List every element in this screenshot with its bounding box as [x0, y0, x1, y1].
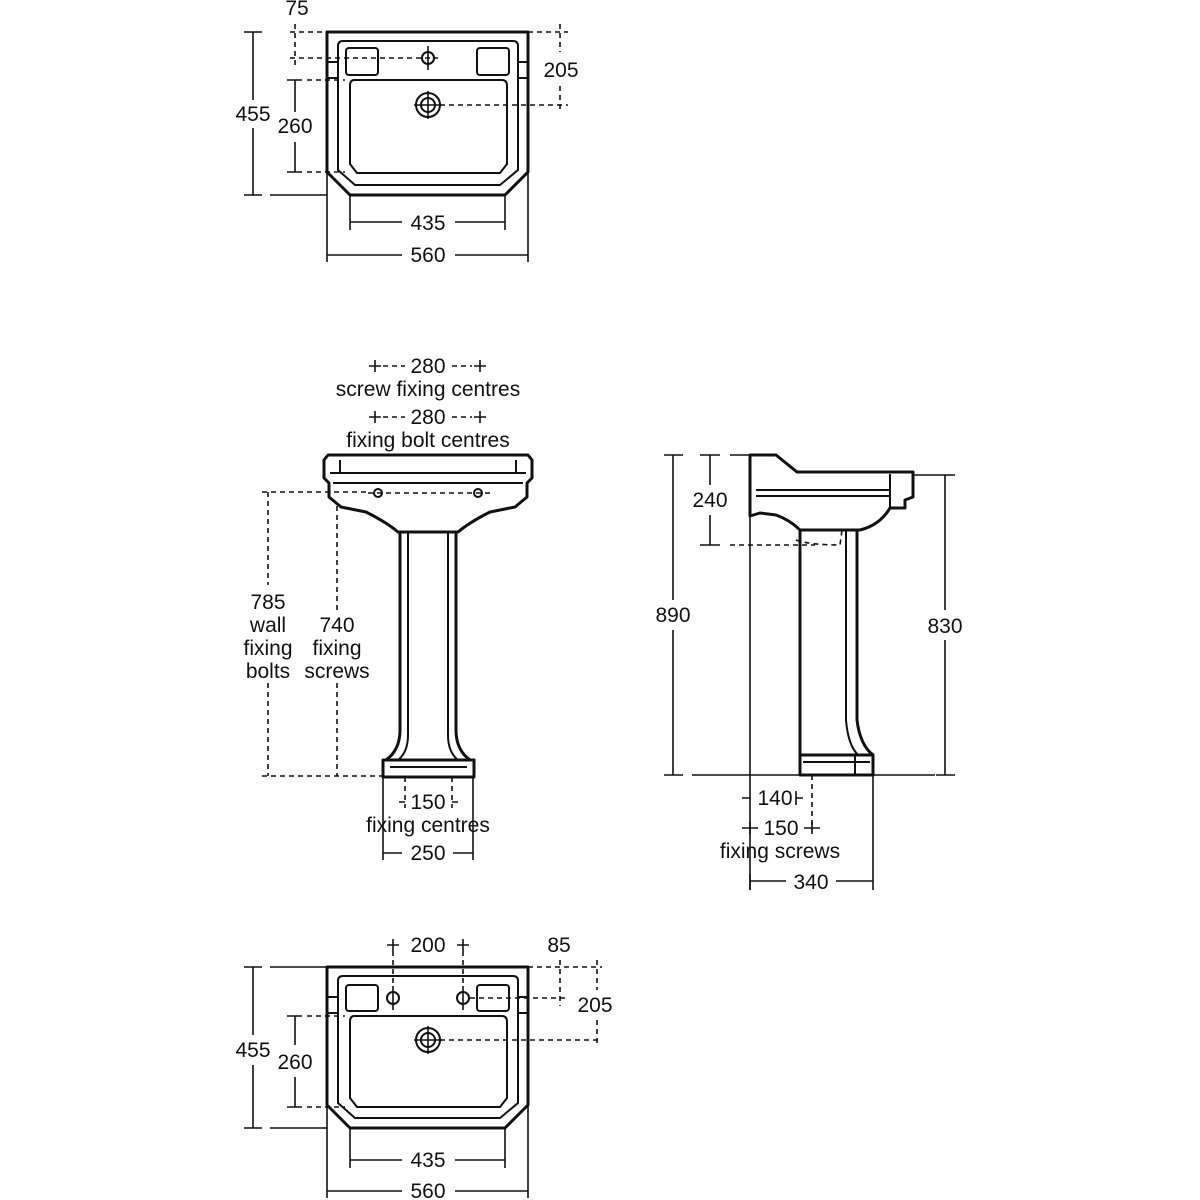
dim-890: 890	[655, 604, 690, 627]
dim-435: 435	[410, 1149, 445, 1172]
dim-740: 740	[319, 614, 354, 637]
fixing-label: fixing	[243, 637, 292, 660]
screws-label: screws	[304, 660, 369, 683]
overflow-pocket-left	[345, 47, 379, 76]
screw-fixing-centres-label: screw fixing centres	[336, 378, 520, 401]
pedestal-foot-side	[798, 753, 875, 777]
dim-455: 455	[235, 1039, 270, 1062]
dim-150-fixing-centres: 150	[410, 791, 445, 814]
dim-240: 240	[692, 489, 727, 512]
basin-side-outline	[748, 453, 915, 532]
plan-view-two-tap: 200 85 205 455 260 435 560	[235, 934, 612, 1200]
plan-view-one-tap: 75 205 455 260 435 560	[235, 0, 578, 267]
pedestal-front	[384, 532, 472, 762]
dim-250: 250	[410, 842, 445, 865]
bolt-hole-left-icon	[373, 488, 383, 498]
basin-bowl	[349, 1015, 508, 1108]
dim-200: 200	[410, 934, 445, 957]
side-view: 890 240 830 140 150 fixing screws 340	[655, 453, 963, 894]
dim-785: 785	[250, 591, 285, 614]
basin-front-outline	[322, 453, 534, 534]
dim-560: 560	[410, 1180, 445, 1200]
overflow-pocket-left	[345, 984, 379, 1012]
dim-455: 455	[235, 103, 270, 126]
dim-435: 435	[410, 212, 445, 235]
overflow-pocket-right	[476, 47, 510, 76]
basin-rim-inner	[337, 975, 519, 1119]
dim-340: 340	[793, 871, 828, 894]
dim-560: 560	[410, 244, 445, 267]
basin-bowl	[349, 79, 508, 174]
pedestal-foot	[381, 758, 476, 779]
dim-85: 85	[547, 934, 570, 957]
pedestal-side	[798, 530, 874, 757]
dim-280-screw-centres: 280	[410, 355, 445, 378]
dim-260: 260	[277, 115, 312, 138]
basin-rim-inner	[337, 40, 519, 186]
dim-280-bolt-centres: 280	[410, 406, 445, 429]
bolts-label: bolts	[246, 660, 290, 683]
dim-260: 260	[277, 1051, 312, 1074]
dim-830: 830	[927, 615, 962, 638]
dim-150-side: 150	[763, 817, 798, 840]
dim-205: 205	[577, 994, 612, 1017]
dim-205: 205	[543, 59, 578, 82]
bolt-hole-right-icon	[473, 488, 483, 498]
wall-label: wall	[249, 614, 286, 637]
fixing-screws-label: fixing screws	[720, 840, 840, 863]
dim-75: 75	[285, 0, 308, 20]
dim-140: 140	[757, 787, 792, 810]
front-view: 280 screw fixing centres 280 fixing bolt…	[243, 355, 534, 865]
fixing-bolt-centres-label: fixing bolt centres	[346, 429, 509, 452]
fixing-centres-label: fixing centres	[366, 814, 490, 837]
fixing-label-2: fixing	[312, 637, 361, 660]
